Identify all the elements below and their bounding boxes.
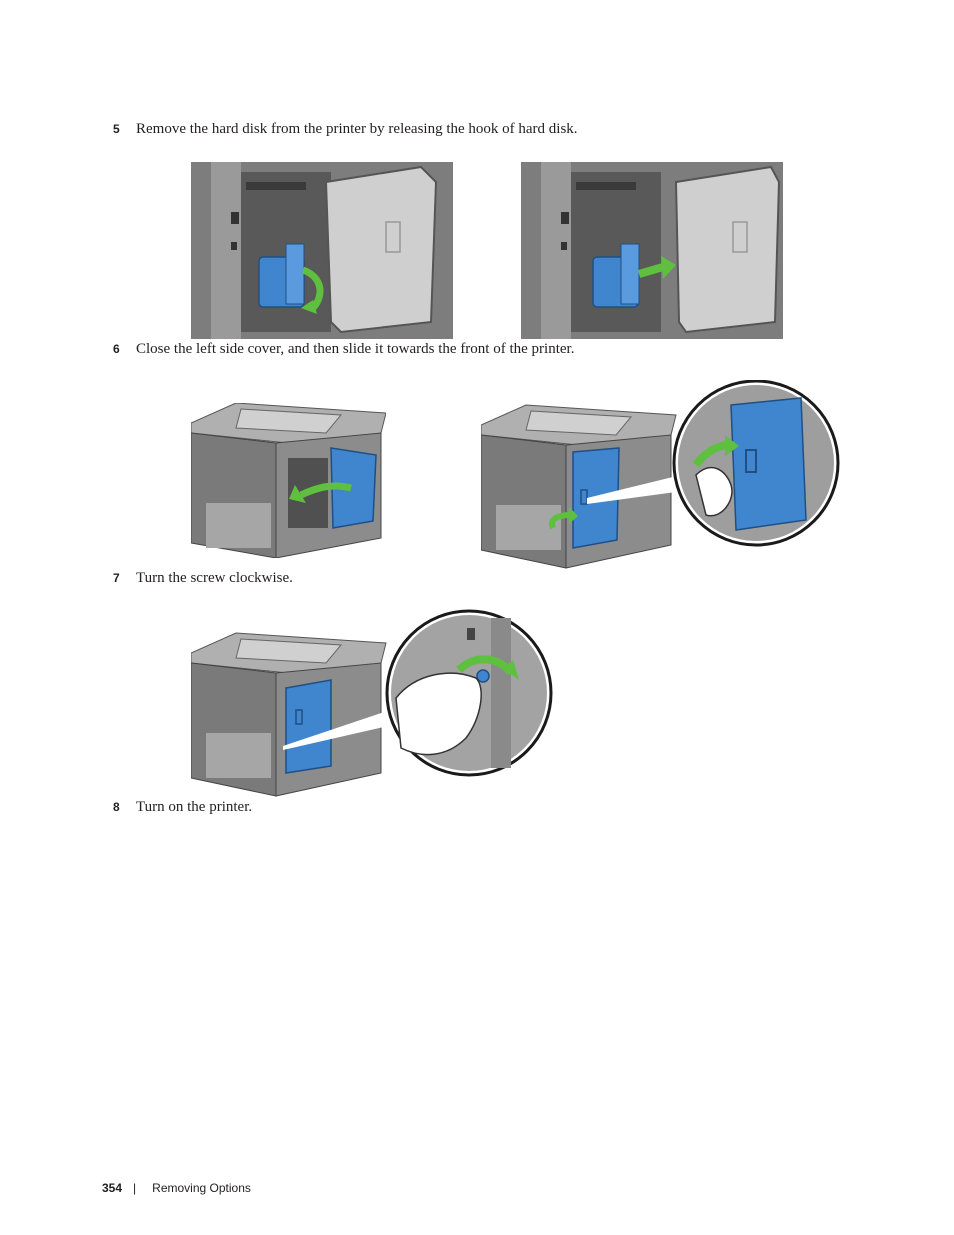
hard-disk-removed-illustration bbox=[521, 162, 783, 339]
close-side-cover-illustration bbox=[191, 403, 386, 558]
step-7: 7 Turn the screw clockwise. bbox=[113, 570, 293, 587]
step-text: Turn the screw clockwise. bbox=[136, 570, 293, 586]
step-number: 7 bbox=[113, 571, 120, 585]
step-number: 5 bbox=[113, 122, 120, 136]
step-text: Turn on the printer. bbox=[136, 799, 253, 815]
step-8: 8 Turn on the printer. bbox=[113, 799, 252, 816]
page-footer: 354 | Removing Options bbox=[102, 1181, 251, 1195]
step-6: 6 Close the left side cover, and then sli… bbox=[113, 341, 574, 358]
footer-separator: | bbox=[133, 1181, 137, 1195]
step-number: 6 bbox=[113, 342, 120, 356]
step-number: 8 bbox=[113, 800, 120, 814]
turn-screw-illustration bbox=[191, 609, 553, 797]
step-text: Close the left side cover, and then slid… bbox=[136, 341, 575, 357]
slide-cover-illustration bbox=[481, 380, 840, 569]
footer-section-title: Removing Options bbox=[152, 1181, 251, 1195]
hard-disk-release-illustration bbox=[191, 162, 453, 339]
step-5: 5 Remove the hard disk from the printer b… bbox=[113, 121, 578, 138]
step-text: Remove the hard disk from the printer by… bbox=[136, 121, 578, 137]
page-number: 354 bbox=[102, 1181, 123, 1195]
